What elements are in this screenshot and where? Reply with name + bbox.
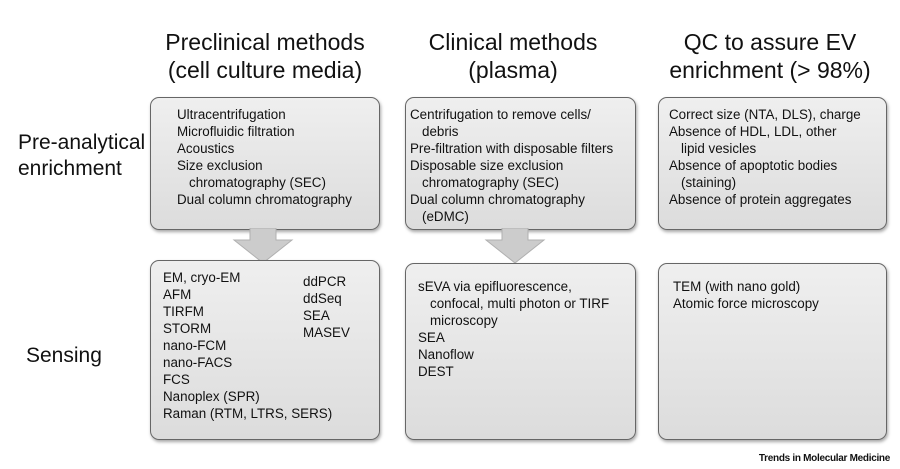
box-line: chromatography (SEC)	[189, 175, 326, 190]
column-title-clinical: Clinical methods (plasma)	[398, 28, 628, 84]
down-arrow-clinical	[484, 228, 546, 264]
box-preclinical-enrichment: Ultracentrifugation Microfluidic filtrat…	[150, 97, 380, 230]
row-label-line: enrichment	[18, 157, 122, 180]
box-line: Absence of HDL, LDL, other	[669, 124, 837, 139]
row-label-pre-analytical: Pre-analytical enrichment	[18, 130, 145, 182]
column-title-preclinical: Preclinical methods (cell culture media)	[145, 28, 385, 84]
column-title-line: (plasma)	[468, 57, 558, 83]
box-line: AFM	[163, 287, 192, 302]
box-line: lipid vesicles	[681, 141, 757, 156]
box-line: debris	[422, 124, 459, 139]
box-line: Nanoplex (SPR)	[163, 389, 260, 404]
box-line: (staining)	[681, 175, 737, 190]
column-title-line: enrichment (> 98%)	[669, 57, 871, 83]
box-line: STORM	[163, 321, 212, 336]
box-line: (eDMC)	[422, 209, 469, 224]
box-line: Absence of protein aggregates	[669, 192, 852, 207]
box-line: sEVA via epifluorescence,	[418, 279, 572, 294]
column-title-line: Clinical methods	[428, 29, 598, 55]
box-line: Dual column chromatography	[410, 192, 585, 207]
box-line: Dual column chromatography	[177, 192, 352, 207]
box-line: Centrifugation to remove cells/	[410, 107, 591, 122]
box-line: TEM (with nano gold)	[673, 279, 801, 294]
box-line: MASEV	[303, 325, 350, 340]
box-line: confocal, multi photon or TIRF	[430, 296, 610, 311]
box-line: Microfluidic filtration	[177, 124, 295, 139]
box-line: Nanoflow	[418, 347, 474, 362]
column-title-qc: QC to assure EV enrichment (> 98%)	[650, 28, 890, 84]
box-line: Size exclusion	[177, 158, 263, 173]
box-line: microscopy	[430, 313, 498, 328]
box-qc-sensing: TEM (with nano gold) Atomic force micros…	[658, 263, 887, 440]
column-title-line: Preclinical methods	[165, 29, 365, 55]
down-arrow-preclinical	[232, 228, 294, 264]
box-line: ddSeq	[303, 291, 342, 306]
box-line: FCS	[163, 372, 190, 387]
column-title-line: QC to assure EV	[683, 29, 857, 55]
box-clinical-sensing: sEVA via epifluorescence, confocal, mult…	[405, 263, 636, 440]
column-title-line: (cell culture media)	[167, 57, 363, 83]
box-line: Correct size (NTA, DLS), charge	[669, 107, 861, 122]
box-line: SEA	[303, 308, 330, 323]
box-line: TIRFM	[163, 304, 204, 319]
row-label-line: Pre-analytical	[18, 131, 146, 154]
box-line: nano-FCM	[163, 338, 227, 353]
box-line: Pre-filtration with disposable filters	[410, 141, 614, 156]
box-line: DEST	[418, 364, 454, 379]
box-line: Disposable size exclusion	[410, 158, 564, 173]
row-label-line: Sensing	[26, 344, 102, 367]
box-line: Acoustics	[177, 141, 235, 156]
box-line: nano-FACS	[163, 355, 233, 370]
box-line: chromatography (SEC)	[422, 175, 559, 190]
box-qc-enrichment: Correct size (NTA, DLS), charge Absence …	[658, 97, 887, 230]
box-line: Raman (RTM, LTRS, SERS)	[163, 406, 333, 421]
box-line: SEA	[418, 330, 445, 345]
box-preclinical-sensing: EM, cryo-EM AFM TIRFM STORM nano-FCM nan…	[150, 260, 380, 440]
box-line: ddPCR	[303, 274, 347, 289]
box-line: Ultracentrifugation	[177, 107, 286, 122]
row-label-sensing: Sensing	[26, 343, 102, 369]
box-line: Absence of apoptotic bodies	[669, 158, 838, 173]
box-line: EM, cryo-EM	[163, 270, 241, 285]
journal-credit: Trends in Molecular Medicine	[758, 453, 890, 464]
box-clinical-enrichment: Centrifugation to remove cells/ debris P…	[405, 97, 636, 230]
box-line: Atomic force microscopy	[673, 296, 819, 311]
